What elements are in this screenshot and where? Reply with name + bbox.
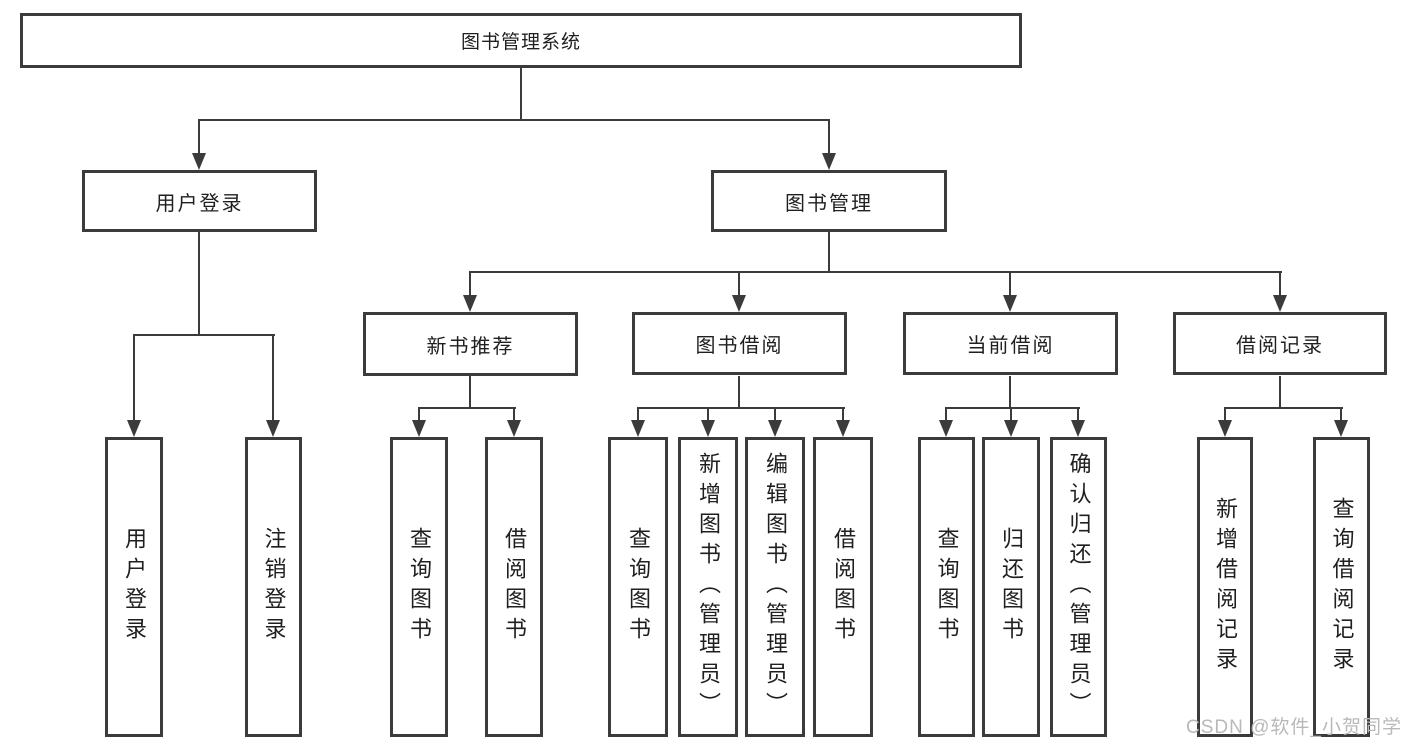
connector-arrow-stem (469, 271, 471, 297)
connector-arrow-stem (1279, 271, 1281, 297)
node-book-borrowing: 图书借阅 (632, 312, 847, 375)
arrowhead-down-icon (266, 420, 280, 437)
connector-arrow-stem (842, 407, 844, 423)
leaf-label: 查询图书 (626, 527, 651, 647)
connector-arrow-stem (1077, 407, 1079, 423)
leaf-borrow-books: 借阅图书 (485, 437, 543, 737)
node-book-management: 图书管理 (711, 170, 947, 232)
connector-arrow-stem (774, 407, 776, 423)
node-label: 图书管理 (785, 192, 873, 215)
arrowhead-down-icon (463, 295, 477, 312)
leaf-label: 查询图书 (407, 527, 432, 647)
connector-user-login-branch (133, 334, 275, 336)
node-borrowing-records: 借阅记录 (1173, 312, 1387, 375)
watermark: CSDN @软件_小贺同学 (1186, 717, 1402, 738)
leaf-label: 借阅图书 (502, 527, 527, 647)
connector-arrow-stem (133, 334, 135, 422)
connector-arrow-stem (1340, 407, 1342, 423)
node-label: 图书借阅 (695, 335, 784, 357)
leaf-label: 新增图书（管理员） (696, 452, 721, 722)
leaf-borrow-books: 借阅图书 (813, 437, 873, 737)
connector-root-stem (520, 68, 522, 120)
node-library-management-system: 图书管理系统 (20, 13, 1022, 68)
leaf-query-books: 查询图书 (918, 437, 975, 737)
connector-stem (738, 376, 740, 409)
connector-arrow-stem (945, 407, 947, 423)
connector-book-mgmt-stem (828, 232, 830, 273)
arrowhead-down-icon (939, 420, 953, 437)
connector-branch (418, 407, 516, 409)
connector-arrow-stem (418, 407, 420, 423)
node-label: 图书管理系统 (460, 32, 581, 53)
connector-arrow-stem (637, 407, 639, 423)
leaf-label: 查询借阅记录 (1329, 497, 1355, 677)
leaf-label: 确认归还（管理员） (1066, 452, 1092, 722)
arrowhead-down-icon (192, 153, 206, 170)
arrowhead-down-icon (412, 420, 426, 437)
arrowhead-down-icon (1218, 420, 1232, 437)
connector-arrow-stem (1224, 407, 1226, 423)
connector-arrow-stem (198, 119, 200, 155)
leaf-edit-books-admin: 编辑图书（管理员） (745, 437, 805, 737)
arrowhead-down-icon (701, 420, 715, 437)
connector-arrow-stem (707, 407, 709, 423)
leaf-user-login: 用户登录 (105, 437, 163, 737)
leaf-label: 新增借阅记录 (1213, 497, 1238, 677)
connector-arrow-stem (1010, 407, 1012, 423)
connector-branch (945, 407, 1080, 409)
leaf-label: 编辑图书（管理员） (763, 452, 788, 722)
connector-arrow-stem (272, 334, 274, 422)
connector-arrow-stem (513, 407, 515, 423)
arrowhead-down-icon (127, 420, 141, 437)
arrowhead-down-icon (507, 420, 521, 437)
node-label: 用户登录 (155, 192, 244, 215)
arrowhead-down-icon (1273, 295, 1287, 312)
arrowhead-down-icon (768, 420, 782, 437)
connector-stem (1009, 376, 1011, 409)
node-user-login-group: 用户登录 (82, 170, 317, 232)
connector-branch (1224, 407, 1343, 409)
arrowhead-down-icon (1003, 295, 1017, 312)
node-label: 借阅记录 (1236, 335, 1324, 357)
connector-arrow-stem (1009, 271, 1011, 297)
leaf-confirm-return-admin: 确认归还（管理员） (1050, 437, 1107, 737)
connector-stem (1279, 376, 1281, 409)
leaf-label: 注销登录 (261, 527, 287, 647)
arrowhead-down-icon (1334, 420, 1348, 437)
leaf-add-books-admin: 新增图书（管理员） (678, 437, 738, 737)
arrowhead-down-icon (822, 153, 836, 170)
connector-root-branch (198, 119, 830, 121)
leaf-query-books: 查询图书 (608, 437, 668, 737)
connector-user-login-stem (198, 232, 200, 336)
arrowhead-down-icon (836, 420, 850, 437)
leaf-return-books: 归还图书 (982, 437, 1040, 737)
node-current-borrowing: 当前借阅 (903, 312, 1118, 375)
leaf-label: 用户登录 (122, 527, 147, 647)
arrowhead-down-icon (1004, 420, 1018, 437)
connector-branch (637, 407, 845, 409)
leaf-label: 归还图书 (999, 527, 1024, 647)
leaf-add-borrow-record: 新增借阅记录 (1197, 437, 1253, 737)
connector-book-mgmt-branch (469, 271, 1282, 273)
node-label: 当前借阅 (966, 335, 1055, 357)
node-new-book-recommendation: 新书推荐 (363, 312, 578, 376)
connector-arrow-stem (738, 271, 740, 297)
arrowhead-down-icon (631, 420, 645, 437)
leaf-logout: 注销登录 (245, 437, 302, 737)
leaf-label: 查询图书 (934, 527, 960, 647)
arrowhead-down-icon (732, 295, 746, 312)
node-label: 新书推荐 (426, 335, 515, 358)
leaf-label: 借阅图书 (831, 527, 856, 647)
leaf-query-books: 查询图书 (390, 437, 448, 737)
connector-arrow-stem (828, 119, 830, 155)
arrowhead-down-icon (1071, 420, 1085, 437)
connector-stem (469, 376, 471, 409)
leaf-query-borrow-record: 查询借阅记录 (1313, 437, 1370, 737)
